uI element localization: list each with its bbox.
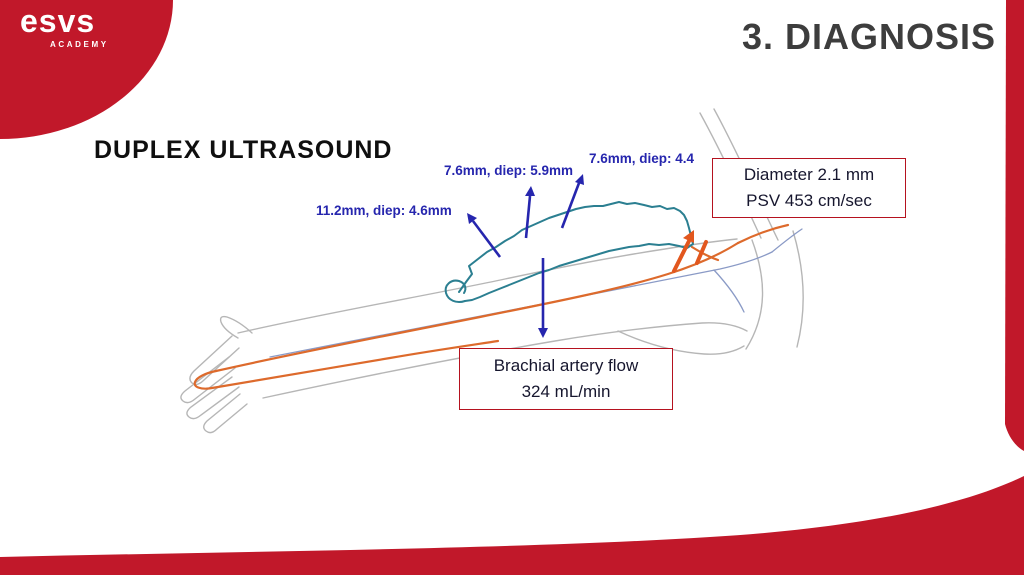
fistula-vessel-outline [444,201,694,303]
corner-accent-shape [0,0,173,139]
esvs-logo: esvs ACADEMY [20,5,109,49]
measurement-label-2: 7.6mm, diep: 5.9mm [444,163,574,178]
stenosis-orange-arrow [672,230,708,273]
measurement-label-3: 7.6mm, diep: 4.4 [589,151,695,166]
diameter-line: Diameter 2.1 mm [743,165,875,184]
measurement-label-1: 11.2mm, diep: 4.6mm [316,203,452,218]
logo-academy-text: ACADEMY [50,40,109,49]
logo-brand-text: esvs [20,3,96,39]
artery-lines [193,223,790,390]
psv-line: PSV 453 cm/sec [746,191,872,210]
right-accent-bar [1005,0,1024,451]
measurement-arrow-1 [467,213,502,258]
measurement-arrow-4 [538,258,548,338]
bottom-accent-band [0,476,1024,575]
flow-value-line: 324 mL/min [521,382,611,401]
hand-fingers [180,315,253,434]
slide-title: 3. DIAGNOSIS [741,16,996,57]
fistula-left-loop [444,279,467,303]
brachial-flow-callout: Brachial artery flow 324 mL/min [459,348,673,410]
flow-label-line: Brachial artery flow [493,356,639,375]
section-heading: DUPLEX ULTRASOUND [94,136,393,164]
measurement-arrow-3 [560,174,584,229]
measurement-arrow-2 [524,186,535,239]
diameter-psv-callout: Diameter 2.1 mm PSV 453 cm/sec [712,158,906,218]
vein-lines [269,228,803,358]
